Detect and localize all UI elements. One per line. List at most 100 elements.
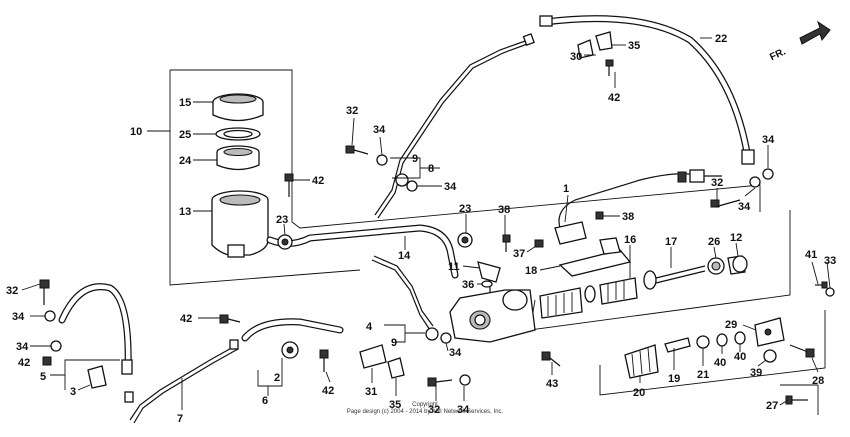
callout-20: 20 — [633, 387, 645, 399]
callout-34-d: 34 — [738, 201, 751, 213]
callout-23-a: 23 — [276, 214, 288, 226]
callout-35-b: 35 — [389, 399, 401, 411]
pin-27[interactable] — [785, 395, 808, 405]
yoke-29[interactable] — [754, 317, 785, 347]
callout-42-e: 42 — [18, 357, 30, 369]
callout-42-d: 42 — [180, 313, 192, 325]
callout-38-b: 38 — [622, 211, 634, 223]
hose-clamp-23-right[interactable] — [457, 232, 473, 248]
callout-8: 8 — [428, 163, 434, 175]
pin-41[interactable] — [815, 281, 828, 289]
callout-35-a: 35 — [628, 40, 640, 52]
callout-5: 5 — [40, 371, 46, 383]
callout-34-b: 34 — [444, 181, 457, 193]
nut-39[interactable] — [763, 349, 777, 363]
bolt-28[interactable] — [789, 344, 815, 358]
washers-34-left[interactable] — [44, 310, 62, 352]
push-rod-17[interactable] — [643, 265, 706, 290]
callout-34-g: 34 — [12, 311, 25, 323]
rod-19[interactable] — [664, 337, 691, 353]
nut-21[interactable] — [696, 335, 710, 349]
hose-clamp-23-left[interactable] — [277, 234, 293, 250]
reservoir-cap-seal[interactable] — [215, 127, 261, 141]
hose-clip-35-top[interactable] — [595, 31, 613, 51]
boot-26[interactable] — [707, 257, 725, 275]
hose-clamp-2[interactable] — [281, 341, 299, 359]
reservoir-float[interactable] — [216, 145, 260, 171]
bolt-32-lower[interactable] — [427, 377, 453, 387]
washer-34-lower[interactable] — [459, 374, 471, 386]
bolt-42-lower-mid[interactable] — [319, 349, 329, 372]
callout-32-c: 32 — [428, 404, 440, 416]
bolt-32-top[interactable] — [345, 145, 369, 155]
callout-25: 25 — [179, 129, 191, 141]
callout-21: 21 — [697, 369, 709, 381]
copyright-line-1: Copyright — [412, 402, 438, 408]
fitting-11[interactable] — [477, 261, 501, 292]
callout-12: 12 — [730, 232, 742, 244]
callout-34-e: 34 — [449, 347, 462, 359]
clutch-hose-left[interactable] — [58, 283, 133, 375]
bolt-32-right[interactable] — [710, 199, 741, 208]
callout-34-h: 34 — [16, 341, 29, 353]
leader-lines — [21, 37, 831, 410]
bolt-38-right[interactable] — [595, 211, 604, 220]
callout-36: 36 — [462, 279, 474, 291]
bolt-32-left[interactable] — [39, 279, 50, 305]
washers-34-lower[interactable] — [425, 327, 452, 344]
bolt-42-left[interactable] — [42, 356, 52, 366]
callout-42-c: 42 — [322, 385, 334, 397]
callout-6: 6 — [262, 395, 268, 407]
washers-40[interactable] — [716, 331, 746, 347]
clutch-switch[interactable] — [554, 221, 587, 245]
clutch-pipe-upper[interactable] — [374, 33, 535, 219]
bolt-43[interactable] — [541, 351, 561, 367]
callout-41: 41 — [805, 249, 817, 261]
bolt-42-clip[interactable] — [605, 59, 614, 76]
copyright-line-2: Page design (c) 2004 - 2014 by ARI Netwo… — [347, 409, 504, 415]
callout-14: 14 — [398, 250, 411, 262]
clutch-pipe-lower[interactable] — [371, 255, 434, 331]
bolt-42-lower-left[interactable] — [219, 314, 241, 324]
bracket-31[interactable] — [359, 344, 387, 369]
reservoir-cap[interactable] — [212, 93, 264, 122]
callout-17: 17 — [665, 236, 677, 248]
boot-20[interactable] — [624, 344, 659, 379]
clutch-pipe-7[interactable] — [124, 339, 239, 424]
ring-12[interactable] — [727, 255, 748, 275]
washer-34-top[interactable] — [376, 154, 388, 166]
reservoir-group-box-left — [169, 70, 361, 286]
callout-16: 16 — [624, 234, 636, 246]
clutch-hose-upper[interactable] — [539, 15, 755, 165]
clip-3[interactable] — [87, 365, 107, 389]
callout-33: 33 — [824, 255, 836, 267]
nut-37[interactable] — [534, 239, 544, 248]
washers-34-pipe[interactable] — [395, 173, 418, 192]
clutch-master-cylinder[interactable] — [449, 289, 536, 343]
callout-9-b: 9 — [391, 337, 397, 349]
switch-bracket[interactable] — [558, 237, 632, 277]
callout-1: 1 — [563, 183, 569, 195]
callout-15: 15 — [179, 97, 191, 109]
callout-2: 2 — [274, 372, 280, 384]
clutch-switch-wire[interactable] — [558, 169, 722, 229]
callout-43: 43 — [546, 378, 558, 390]
lower-group-box — [599, 310, 826, 396]
piston-assembly[interactable] — [539, 277, 638, 319]
callout-7: 7 — [177, 413, 183, 425]
washer-36[interactable] — [481, 280, 493, 288]
clip-35-lower[interactable] — [387, 357, 405, 379]
callout-numbers: 10 15 25 24 13 42 23 32 34 8 9 34 14 23 … — [6, 33, 836, 425]
callout-10: 10 — [130, 126, 142, 138]
reservoir-group-box — [170, 69, 761, 229]
clip-33[interactable] — [825, 287, 835, 297]
reservoir-hose[interactable] — [266, 224, 459, 279]
callout-9-a: 9 — [412, 153, 418, 165]
bolt-42-reservoir[interactable] — [284, 173, 294, 197]
clutch-hose-lower[interactable] — [241, 318, 344, 342]
reservoir-tank[interactable] — [211, 190, 269, 258]
callout-32-b: 32 — [711, 177, 723, 189]
washers-34-right[interactable] — [749, 168, 774, 188]
bolt-38-left[interactable] — [502, 234, 511, 252]
